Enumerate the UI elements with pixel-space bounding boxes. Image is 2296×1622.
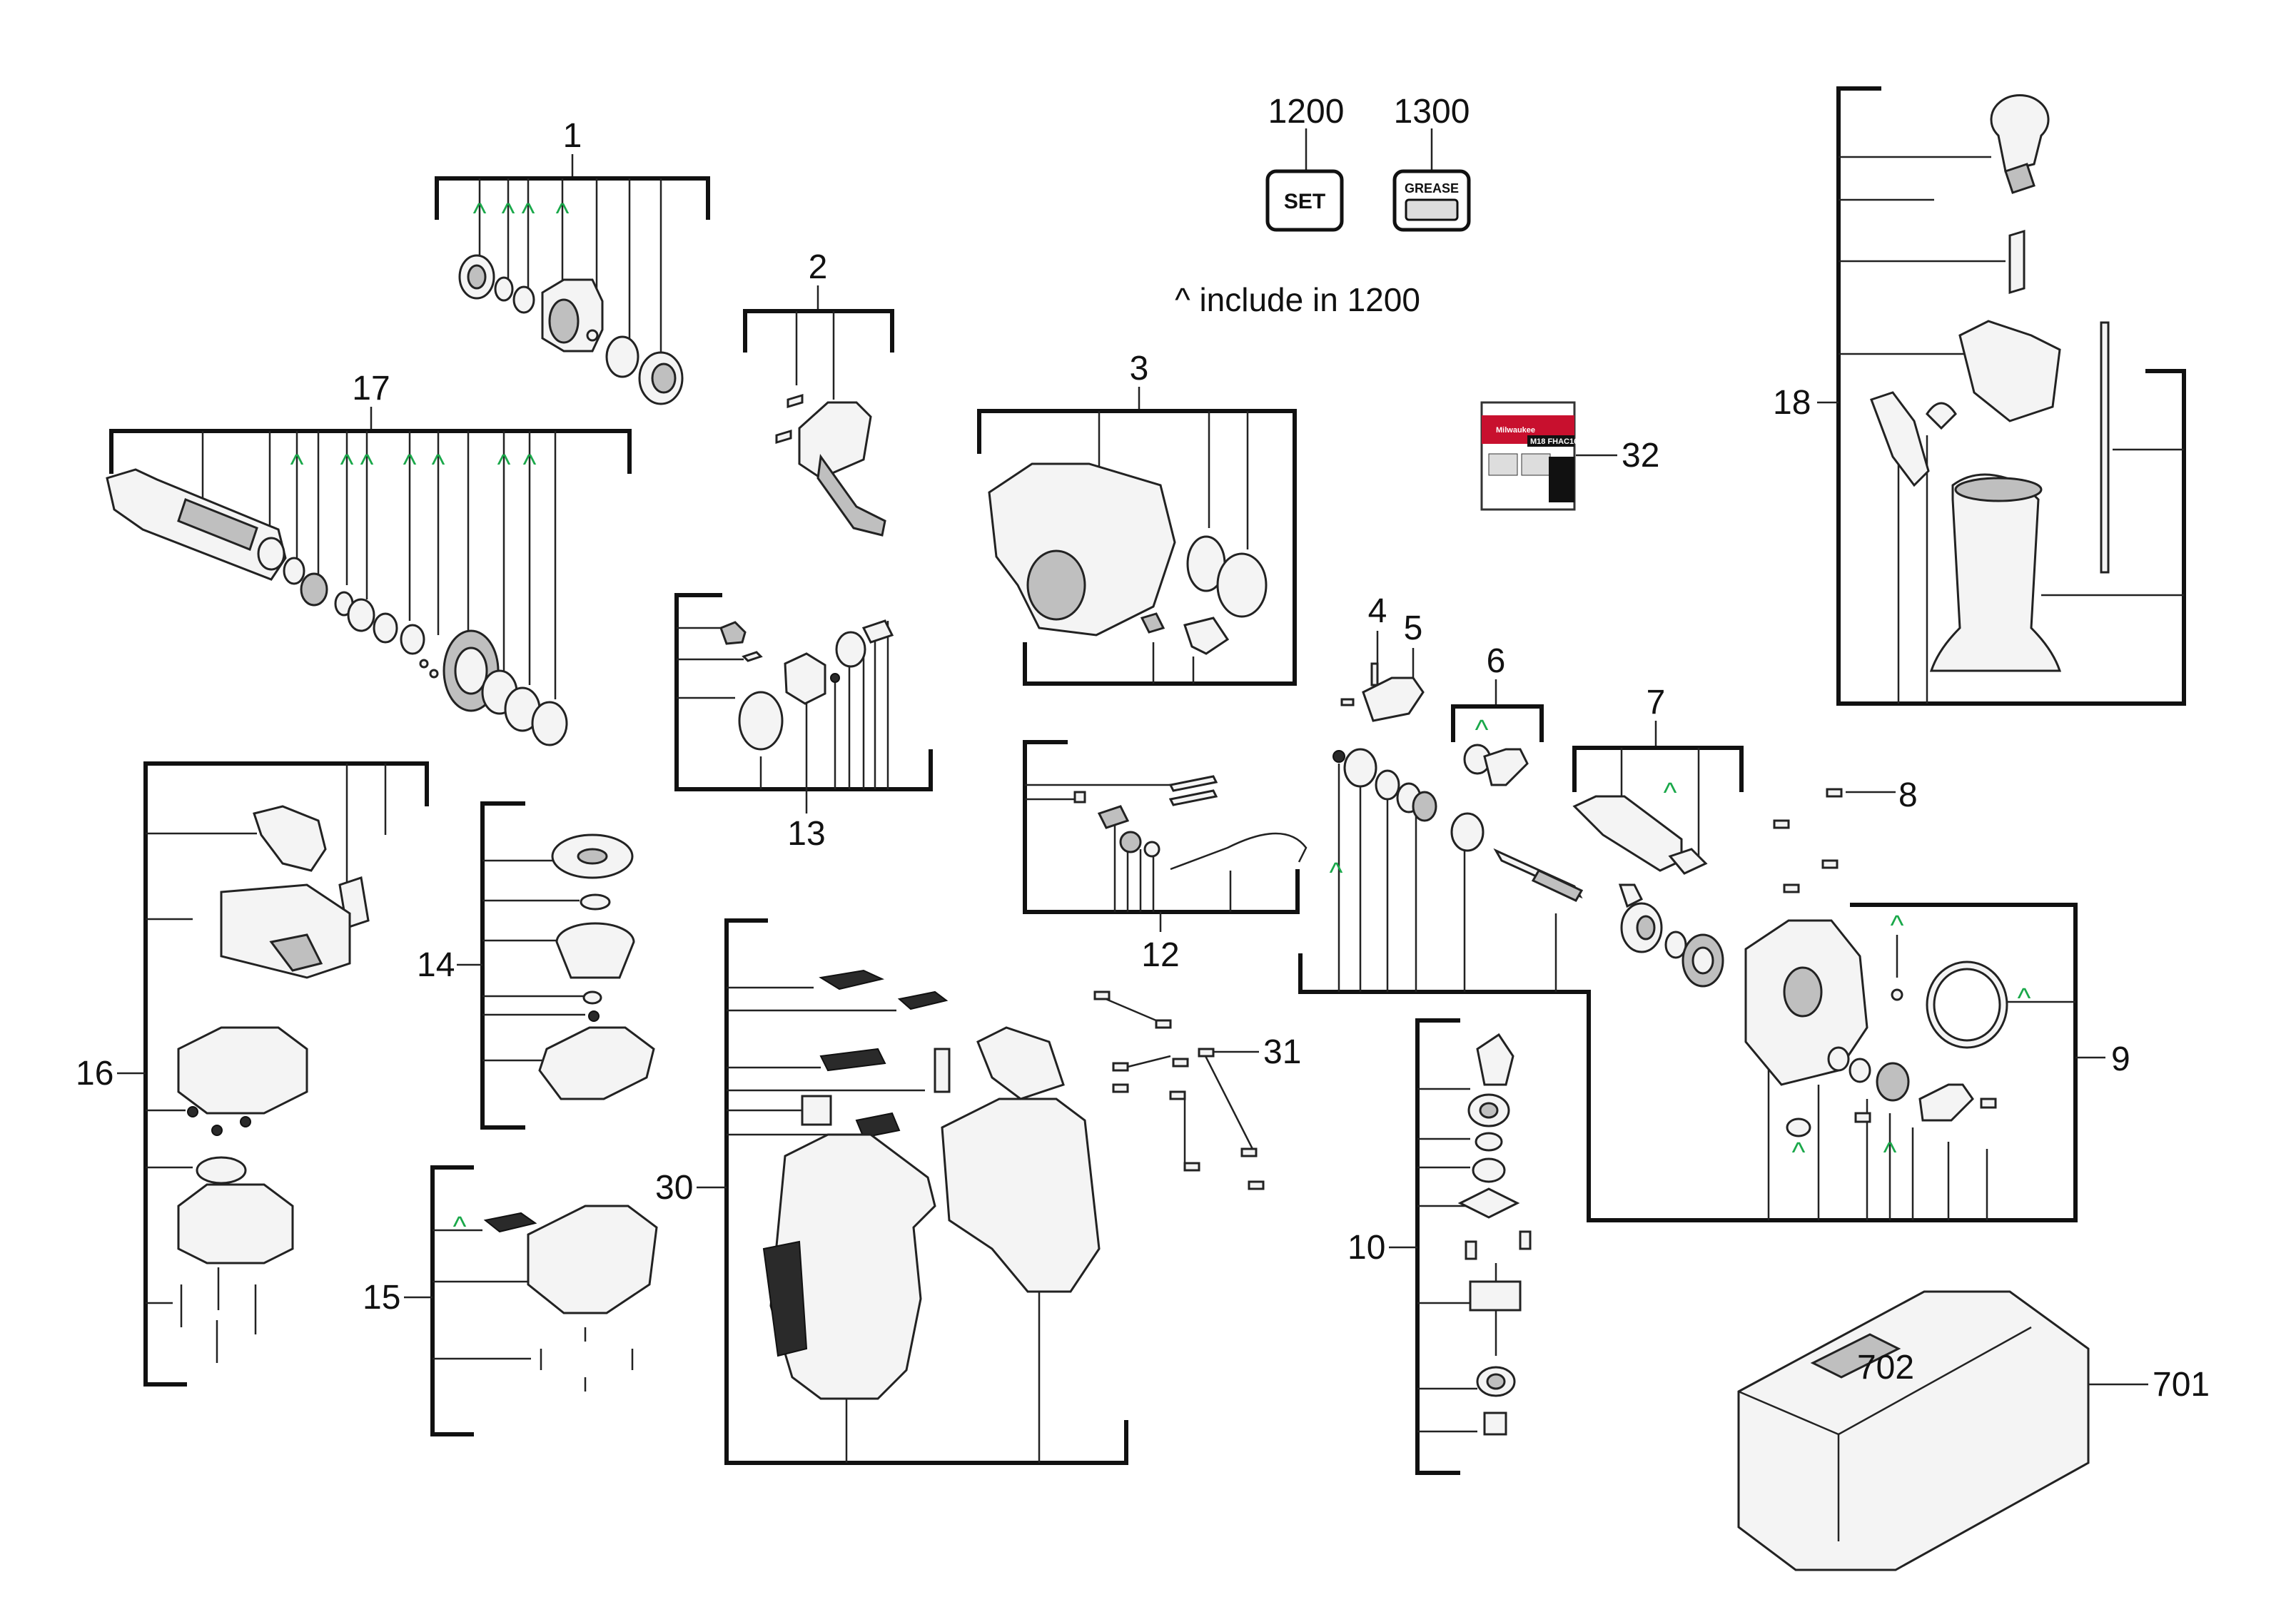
- caret-9c: ^: [1792, 1137, 1806, 1168]
- group-8: 8: [1773, 776, 1918, 893]
- callout-17: 17: [352, 370, 390, 407]
- callout-10: 10: [1347, 1229, 1385, 1267]
- group-16: 16: [76, 761, 429, 1387]
- caret-1c: ^: [522, 198, 535, 229]
- caret-9d: ^: [1883, 1137, 1897, 1168]
- callout-18: 18: [1773, 384, 1811, 422]
- caret-1a: ^: [473, 198, 487, 229]
- carry-case-group: 702 701: [1737, 1290, 2210, 1571]
- caret-17f: ^: [497, 449, 511, 480]
- callout-31: 31: [1263, 1033, 1301, 1071]
- callout-702: 702: [1857, 1349, 1914, 1387]
- group-2: 2: [743, 248, 894, 537]
- group-9: 9 ^ ^ ^ ^: [1744, 903, 2130, 1220]
- caret-7: ^: [1664, 777, 1677, 809]
- include-note: ^ include in 1200: [1175, 281, 1420, 318]
- callout-8: 8: [1898, 776, 1918, 814]
- group-12: 12: [1023, 740, 1308, 974]
- callout-3: 3: [1130, 350, 1149, 387]
- callout-16: 16: [76, 1055, 113, 1093]
- group-10: 10: [1347, 1018, 1532, 1475]
- callout-1300: 1300: [1394, 93, 1470, 131]
- callout-1200: 1200: [1268, 93, 1345, 131]
- group-15: 15 ^: [363, 1165, 658, 1436]
- callout-7: 7: [1647, 684, 1666, 721]
- group-30: 30: [655, 918, 1128, 1465]
- set-badge-text: SET: [1284, 190, 1325, 213]
- group-13: 13: [674, 593, 933, 853]
- set-icon: [1265, 169, 1344, 232]
- callout-12: 12: [1141, 936, 1179, 974]
- label-brand: Milwaukee: [1496, 426, 1535, 435]
- group-6: 6 ^: [1451, 642, 1544, 786]
- callout-5: 5: [1404, 609, 1423, 647]
- callout-30: 30: [655, 1169, 693, 1207]
- callout-13: 13: [787, 815, 825, 853]
- label-model: M18 FHAC16: [1530, 437, 1578, 446]
- caret-1b: ^: [502, 198, 515, 229]
- caret-9b: ^: [2018, 983, 2031, 1014]
- caret-17e: ^: [432, 449, 445, 480]
- callout-9: 9: [2111, 1040, 2130, 1078]
- caret-17c: ^: [360, 449, 374, 480]
- shaft-gear-group: ^: [1298, 748, 2078, 1222]
- caret-1d: ^: [556, 198, 570, 229]
- caret-17a: ^: [290, 449, 304, 480]
- group-17: 17 ^ ^ ^ ^ ^ ^ ^: [106, 370, 632, 746]
- callout-1: 1: [563, 117, 582, 155]
- group-3: 3: [977, 350, 1297, 686]
- caret-17g: ^: [523, 449, 537, 480]
- caret-6: ^: [1475, 714, 1489, 746]
- caret-15: ^: [453, 1211, 467, 1242]
- callout-14: 14: [417, 946, 455, 984]
- group-1: 1 ^ ^ ^ ^: [435, 117, 710, 405]
- group-31: 31: [1093, 990, 1301, 1190]
- callout-701: 701: [2153, 1366, 2210, 1404]
- callout-6: 6: [1487, 642, 1506, 680]
- caret-9a: ^: [1891, 910, 1904, 941]
- grease-1300-group: 1300 GREASE: [1392, 93, 1471, 232]
- group-18: 18: [1773, 86, 2186, 706]
- group-7: 7 ^: [1572, 684, 1744, 875]
- grease-badge-text: GREASE: [1405, 181, 1459, 196]
- caret-17d: ^: [403, 449, 417, 480]
- callout-2: 2: [809, 248, 828, 286]
- caret-shaft: ^: [1330, 857, 1343, 888]
- set-1200-group: 1200 SET: [1265, 93, 1345, 232]
- carry-case: [1737, 1290, 2090, 1571]
- caret-17b: ^: [340, 449, 354, 480]
- callout-32: 32: [1622, 437, 1659, 475]
- group-14: 14: [417, 801, 655, 1130]
- callout-15: 15: [363, 1279, 400, 1317]
- group-4-5: 4 5: [1340, 592, 1425, 722]
- callout-4: 4: [1368, 592, 1387, 630]
- label-sticker-group: Milwaukee M18 FHAC16 32: [1480, 401, 1659, 511]
